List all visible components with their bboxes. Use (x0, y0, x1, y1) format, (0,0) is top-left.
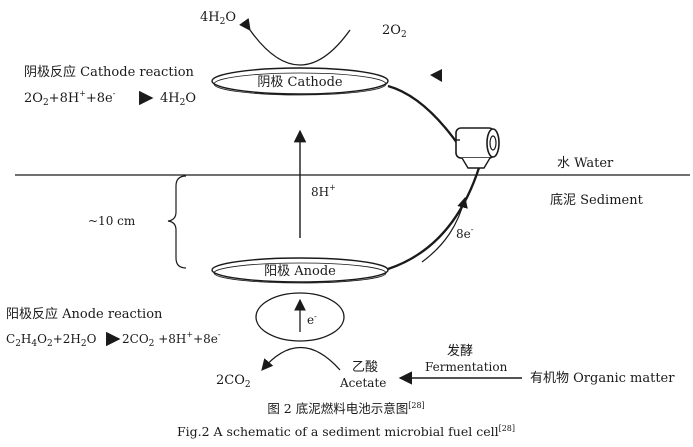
cathode-electrode: 阴极 Cathode (211, 67, 389, 96)
cathode-reaction-equation: 2O2+8H++8e- (24, 89, 116, 108)
electron-flow-arrow (421, 196, 468, 263)
external-circuit-wire (387, 84, 484, 271)
water-label: 水 Water (557, 156, 614, 171)
anode-reaction-equation: C2H4O2+2H2O (6, 332, 97, 349)
caption-cn: 图 2 底泥燃料电池示意图[28] (267, 401, 424, 416)
acetate-oxidation-curve (261, 347, 341, 371)
cathode-reactant: 2O2 (382, 23, 407, 40)
anode-reaction-products: 2CO2 +8H++8e- (122, 330, 221, 349)
fermentation-en: Fermentation (425, 360, 508, 374)
anode-reaction-title: 阳极反应 Anode reaction (6, 306, 163, 322)
proton-label: 8H+ (311, 183, 336, 199)
cathode-reaction-product: 4H2O (160, 91, 196, 108)
depth-label: ~10 cm (88, 214, 136, 228)
current-direction-marker (430, 69, 442, 82)
cathode-label: 阴极 Cathode (257, 75, 343, 90)
cathode-reaction-title: 阴极反应 Cathode reaction (24, 64, 195, 80)
electron-label: e- (307, 312, 317, 327)
anode-label: 阳极 Anode (264, 264, 336, 279)
organic-matter-label: 有机物 Organic matter (530, 371, 675, 386)
oxygen-reduction-curve (239, 18, 351, 66)
fermentation-cn: 发酵 (447, 343, 473, 359)
external-load-icon (455, 127, 500, 169)
electron-flow-label: 8e- (456, 225, 474, 241)
sediment-label: 底泥 Sediment (550, 192, 644, 208)
anode-product: 2CO2 (216, 373, 251, 390)
depth-brace (167, 175, 187, 269)
caption-en: Fig.2 A schematic of a sediment microbia… (177, 424, 515, 439)
acetate-cn: 乙酸 (352, 360, 378, 375)
cathode-product: 4H2O (200, 10, 236, 27)
anode-electrode: 阳极 Anode (211, 257, 389, 284)
acetate-en: Acetate (339, 376, 386, 390)
